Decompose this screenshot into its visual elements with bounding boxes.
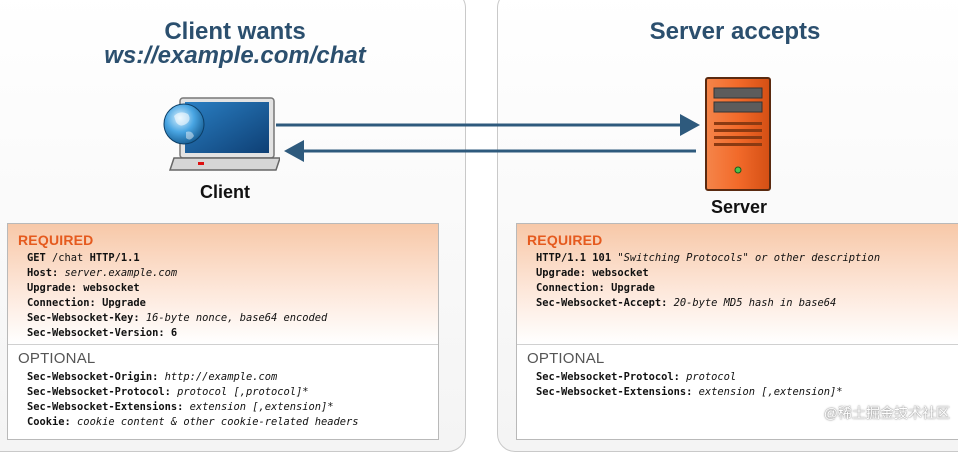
laptop-icon <box>163 97 280 171</box>
header-line: Connection: Upgrade <box>27 296 428 311</box>
header-name: Upgrade: <box>27 282 78 294</box>
header-value: http://example.com <box>158 371 278 383</box>
server-required-lines: HTTP/1.1 101 "Switching Protocols" or ot… <box>527 251 953 311</box>
server-label: Server <box>710 197 768 217</box>
header-value: protocol <box>679 371 737 383</box>
header-line: Sec-Websocket-Version: 6 <box>27 326 428 341</box>
header-value: protocol [,protocol]* <box>170 386 309 398</box>
header-name: Sec-Websocket-Protocol: <box>27 386 171 398</box>
header-line: HTTP/1.1 101 "Switching Protocols" or ot… <box>536 251 953 266</box>
header-line: Sec-Websocket-Extensions: extension [,ex… <box>27 400 428 415</box>
header-name: Sec-Websocket-Version: <box>27 327 165 339</box>
header-value: 20-byte MD5 hash in base64 <box>667 297 837 309</box>
server-optional-section: OPTIONAL Sec-Websocket-Protocol: protoco… <box>517 345 958 400</box>
header-line: Sec-Websocket-Key: 16-byte nonce, base64… <box>27 311 428 326</box>
watermark: @稀土掘金技术社区 <box>823 405 950 421</box>
header-line: Sec-Websocket-Accept: 20-byte MD5 hash i… <box>536 296 953 311</box>
server-heading: Server accepts <box>649 18 821 45</box>
client-optional-title: OPTIONAL <box>18 350 96 367</box>
header-name: Sec-Websocket-Origin: <box>27 371 159 383</box>
header-line: Sec-Websocket-Extensions: extension [,ex… <box>536 385 953 400</box>
header-line: Upgrade: websocket <box>536 266 953 281</box>
header-value: Upgrade <box>604 282 655 294</box>
header-name: Sec-Websocket-Extensions: <box>27 401 184 413</box>
header-name: Cookie: <box>27 416 71 428</box>
header-line: Sec-Websocket-Protocol: protocol [,proto… <box>27 385 428 400</box>
header-line: Upgrade: websocket <box>27 281 428 296</box>
header-name: Connection: <box>536 282 605 294</box>
header-value: 16-byte nonce, base64 encoded <box>139 312 328 324</box>
header-name: Upgrade: <box>536 267 587 279</box>
header-value: extension [,extension]* <box>183 401 334 413</box>
header-name: Sec-Websocket-Extensions: <box>536 386 693 398</box>
header-name: Sec-Websocket-Key: <box>27 312 140 324</box>
header-name: HTTP/1.1 101 <box>536 252 612 264</box>
header-value: "Switching Protocols" or other descripti… <box>611 252 881 264</box>
header-line: Sec-Websocket-Protocol: protocol <box>536 370 953 385</box>
header-line: Sec-Websocket-Origin: http://example.com <box>27 370 428 385</box>
header-line: GET /chat HTTP/1.1 <box>27 251 428 266</box>
request-arrowhead <box>680 114 700 136</box>
client-url: ws://example.com/chat <box>104 42 366 69</box>
handshake-arrows <box>276 114 700 162</box>
header-value: extension [,extension]* <box>692 386 843 398</box>
header-line: Cookie: cookie content & other cookie-re… <box>27 415 428 430</box>
header-value: /chat <box>45 252 90 264</box>
header-value: websocket <box>586 267 649 279</box>
server-icon <box>705 77 771 191</box>
header-line: Host: server.example.com <box>27 266 428 281</box>
header-line: Connection: Upgrade <box>536 281 953 296</box>
server-required-title: REQUIRED <box>527 232 603 248</box>
client-optional-lines: Sec-Websocket-Origin: http://example.com… <box>18 370 428 430</box>
client-heading: Client wants <box>164 18 306 45</box>
header-name: Host: <box>27 267 59 279</box>
header-value: cookie content & other cookie-related he… <box>70 416 359 428</box>
response-arrowhead <box>284 140 304 162</box>
server-response-headers: REQUIRED HTTP/1.1 101 "Switching Protoco… <box>516 223 958 440</box>
server-required-section: REQUIRED HTTP/1.1 101 "Switching Protoco… <box>517 224 958 345</box>
client-label: Client <box>199 182 250 202</box>
header-value: 6 <box>164 327 178 339</box>
header-name: GET <box>27 252 46 264</box>
header-name: Sec-Websocket-Accept: <box>536 297 668 309</box>
client-required-title: REQUIRED <box>18 232 94 248</box>
header-value: Upgrade <box>95 297 146 309</box>
header-value: websocket <box>77 282 140 294</box>
server-optional-title: OPTIONAL <box>527 350 605 367</box>
client-optional-section: OPTIONAL Sec-Websocket-Origin: http://ex… <box>8 345 438 430</box>
header-name: Connection: <box>27 297 96 309</box>
header-name: Sec-Websocket-Protocol: <box>536 371 680 383</box>
header-name: HTTP/1.1 <box>89 252 140 264</box>
header-value: server.example.com <box>58 267 178 279</box>
